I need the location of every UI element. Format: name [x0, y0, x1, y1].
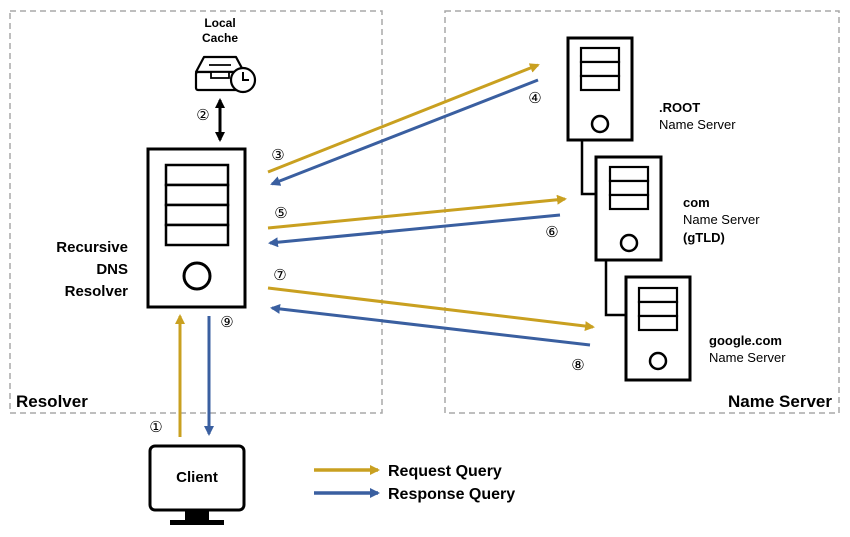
step-5-label: ⑤	[274, 205, 287, 222]
recursive-resolver-label-line3: Resolver	[65, 283, 129, 300]
com-server-label-line1: com	[683, 195, 710, 210]
root-server-icon	[566, 36, 634, 142]
local-cache-label-line2: Cache	[202, 31, 238, 45]
step-6-label: ⑥	[545, 224, 558, 241]
com-server-label-line3: (gTLD)	[683, 230, 725, 245]
legend-request-label: Request Query	[388, 463, 502, 480]
root-com-connector	[580, 140, 596, 196]
resolver-zone	[9, 10, 383, 414]
com-request-arrow	[267, 194, 567, 230]
recursive-resolver-server-icon	[146, 147, 247, 309]
step-9-label: ⑨	[220, 314, 233, 331]
client-label: Client	[176, 469, 218, 486]
com-server-label-line2: Name Server	[683, 212, 760, 227]
google-server-label-line1: google.com	[709, 333, 782, 348]
step-3-label: ③	[271, 147, 284, 164]
google-request-arrow	[267, 286, 595, 332]
com-server-icon	[594, 155, 663, 262]
google-server-icon	[624, 275, 692, 382]
google-response-arrow	[270, 303, 591, 347]
step-8-label: ⑧	[571, 357, 584, 374]
com-response-arrow	[268, 213, 561, 248]
resolver-zone-label: Resolver	[16, 392, 88, 411]
client-monitor-icon	[148, 444, 246, 525]
root-server-label-line1: .ROOT	[659, 100, 700, 115]
step-7-label: ⑦	[273, 267, 286, 284]
nameserver-zone-label: Name Server	[728, 392, 832, 411]
legend-response-label: Response Query	[388, 486, 515, 503]
step-1-label: ①	[149, 419, 162, 436]
recursive-resolver-label-line1: Recursive	[56, 239, 128, 256]
local-cache-label-line1: Local	[204, 16, 235, 30]
com-google-connector	[604, 260, 626, 317]
root-response-arrow	[270, 78, 539, 186]
root-request-arrow	[267, 63, 540, 174]
root-server-label-line2: Name Server	[659, 117, 736, 132]
legend: Request Query Response Query	[314, 463, 515, 503]
google-server-label-line2: Name Server	[709, 350, 786, 365]
step-2-label: ②	[196, 107, 209, 124]
step-4-label: ④	[528, 90, 541, 107]
local-cache-icon	[194, 55, 257, 94]
recursive-resolver-label-line2: DNS	[96, 261, 128, 278]
